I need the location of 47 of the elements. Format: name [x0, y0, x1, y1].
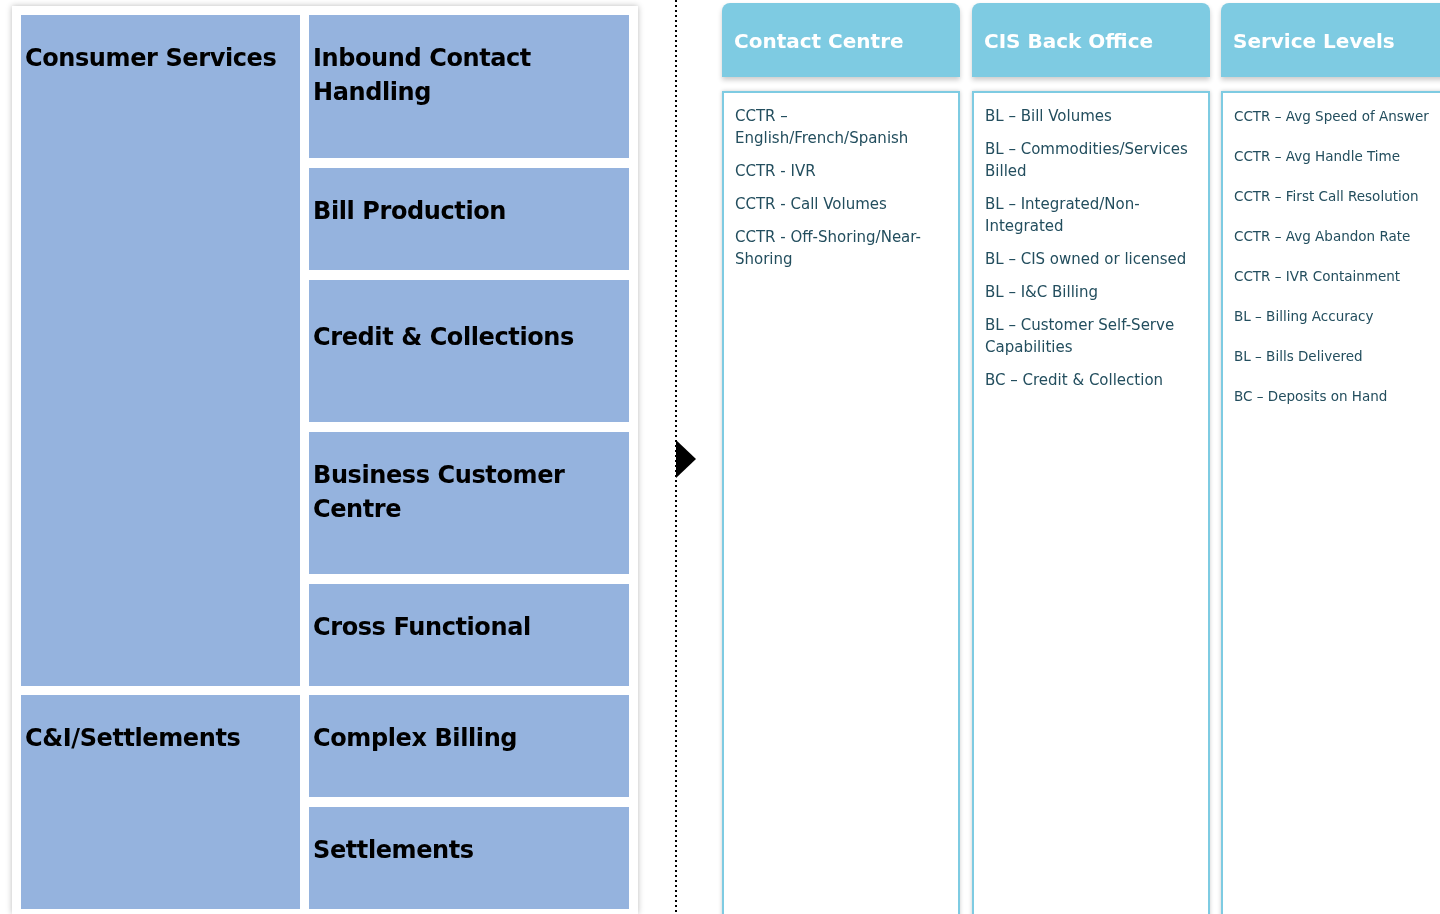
category-box [309, 15, 629, 158]
category-label: Business Customer Centre [313, 460, 566, 525]
list-panel [1221, 91, 1440, 914]
category-box [309, 432, 629, 574]
category-box [309, 695, 629, 797]
category-box [309, 807, 629, 909]
category-label: Consumer Services [25, 43, 277, 74]
metric-item: BL – Customer Self-Serve Capabilities [985, 315, 1176, 358]
category-label: Bill Production [313, 196, 506, 227]
metric-item: CCTR – First Call Resolution [1234, 187, 1420, 206]
metric-item: CCTR – English/French/Spanish [735, 106, 910, 149]
category-box [21, 695, 300, 909]
metric-item: BL – Billing Accuracy [1234, 307, 1375, 326]
metric-item: CCTR – Avg Handle Time [1234, 147, 1402, 166]
column-header [1221, 3, 1440, 77]
category-label: Credit & Collections [313, 322, 574, 353]
category-box [21, 15, 300, 686]
column-header [972, 3, 1210, 77]
category-label: C&I/Settlements [25, 723, 241, 754]
category-label: Complex Billing [313, 723, 518, 754]
header-title: Service Levels [1233, 29, 1395, 53]
metric-item: BL – Bill Volumes [985, 106, 1113, 127]
category-box [309, 280, 629, 422]
metric-item: CCTR - Call Volumes [735, 194, 888, 215]
metric-item: BL – Integrated/Non-Integrated [985, 194, 1141, 237]
metric-item: BL – CIS owned or licensed [985, 249, 1188, 270]
header-title: Contact Centre [734, 29, 904, 53]
metric-item: BC – Credit & Collection [985, 370, 1165, 391]
metric-item: CCTR – IVR Containment [1234, 267, 1402, 286]
list-panel [722, 91, 960, 914]
header-title: CIS Back Office [984, 29, 1154, 53]
category-label: Cross Functional [313, 612, 531, 643]
category-label: Inbound Contact Handling [313, 43, 532, 108]
metric-item: BL – Commodities/Services Billed [985, 139, 1189, 182]
metric-item: CCTR - IVR [735, 161, 817, 182]
metric-item: BC – Deposits on Hand [1234, 387, 1389, 406]
category-box [309, 584, 629, 686]
category-box [309, 168, 629, 270]
metric-item: CCTR – Avg Abandon Rate [1234, 227, 1412, 246]
metric-item: CCTR - Off-Shoring/Near-Shoring [735, 227, 922, 270]
triangle-marker [676, 440, 696, 478]
metric-item: BL – I&C Billing [985, 282, 1100, 303]
column-header [722, 3, 960, 77]
category-label: Settlements [313, 835, 474, 866]
metric-item: CCTR – Avg Speed of Answer [1234, 107, 1430, 126]
metric-item: BL – Bills Delivered [1234, 347, 1364, 366]
list-panel [972, 91, 1210, 914]
